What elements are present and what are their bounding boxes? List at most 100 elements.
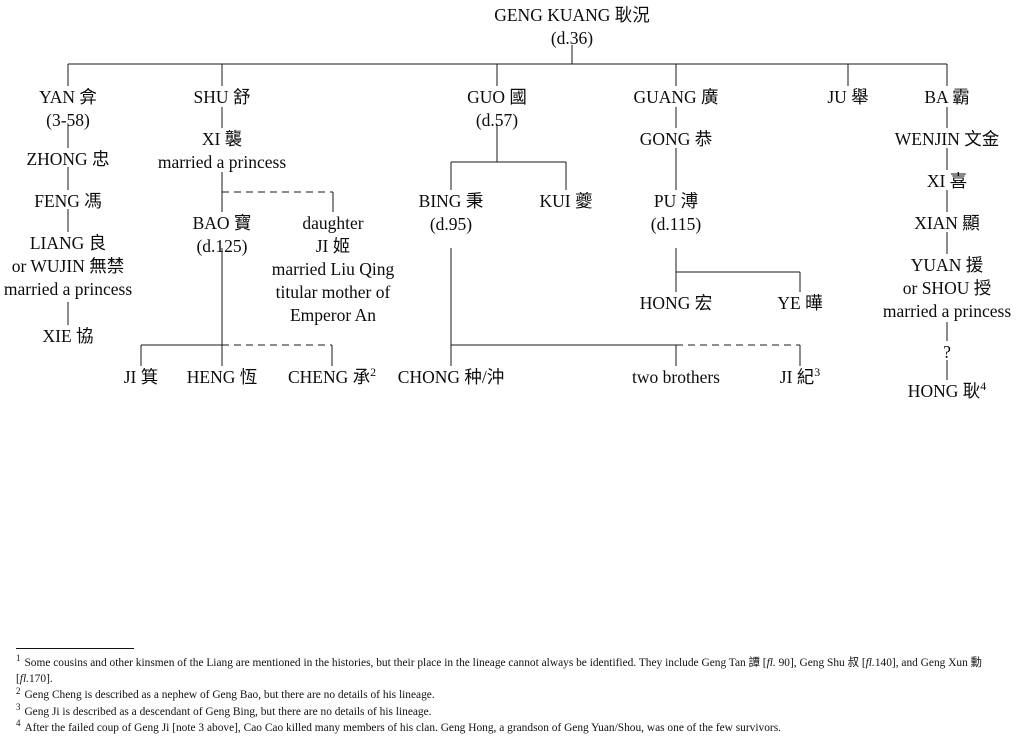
node-ye[interactable]: YE 曄 <box>777 292 822 315</box>
node-name: SHU 舒 <box>193 87 251 107</box>
node-wenjin[interactable]: WENJIN 文金 <box>895 128 1000 151</box>
node-cheng[interactable]: CHENG 承2 <box>288 366 376 389</box>
footnote-number: 2 <box>16 685 21 696</box>
node-alt-name: or WUJIN 無禁 <box>11 256 125 277</box>
node-guo[interactable]: GUO 國 (d.57) <box>467 86 527 132</box>
node-zhong[interactable]: ZHONG 忠 <box>26 148 109 171</box>
node-hong-pu[interactable]: HONG 宏 <box>640 292 712 315</box>
node-note: married a princess <box>882 301 1012 322</box>
node-dates: (d.125) <box>196 236 248 257</box>
node-daughter-ji[interactable]: daughter JI 姬 married Liu Qing titular m… <box>272 212 394 327</box>
footnote-number: 1 <box>16 653 21 664</box>
node-name: XI 襲 <box>201 129 243 149</box>
node-ju[interactable]: JU 舉 <box>827 86 868 109</box>
footnote-italic-run: fl. <box>19 673 29 686</box>
node-kui[interactable]: KUI 夔 <box>540 190 593 213</box>
node-guang[interactable]: GUANG 廣 <box>633 86 718 109</box>
node-shu[interactable]: SHU 舒 <box>194 86 251 109</box>
node-yan[interactable]: YAN 弇 (3-58) <box>39 86 97 132</box>
node-note-2: titular mother of <box>275 282 391 303</box>
node-name: YAN 弇 <box>39 87 97 107</box>
node-name-chinese: JI 姬 <box>315 236 351 257</box>
node-dates: (d.36) <box>550 28 594 49</box>
footnote-ref-2: 2 <box>370 365 377 380</box>
node-unknown[interactable]: ? <box>943 341 951 364</box>
node-name: CHENG 承2 <box>287 365 377 387</box>
connector-lines <box>67 45 948 380</box>
node-name: JI 紀3 <box>779 365 821 387</box>
lineage-chart: GENG KUANG 耿況 (d.36) YAN 弇 (3-58) ZHONG … <box>4 4 1011 403</box>
node-liang[interactable]: LIANG 良 or WUJIN 無禁 married a princess <box>4 232 132 301</box>
node-name: YE 曄 <box>777 293 823 313</box>
node-name: GONG 恭 <box>639 129 713 149</box>
footnote-text-run: After the failed coup of Geng Ji [note 3… <box>24 721 781 734</box>
footnote-text-run: Some cousins and other kinsmen of the Li… <box>24 657 767 669</box>
footnote-number: 3 <box>16 701 21 712</box>
node-name: JU 舉 <box>827 87 869 107</box>
node-name: BA 霸 <box>924 87 970 107</box>
node-name: XIAN 顯 <box>914 213 980 233</box>
node-bing[interactable]: BING 秉 (d.95) <box>419 190 484 236</box>
node-ji-ji[interactable]: JI 紀3 <box>780 366 820 389</box>
node-name: JI 箕 <box>123 367 159 387</box>
node-heng[interactable]: HENG 恆 <box>187 366 257 389</box>
node-name: HONG 宏 <box>639 293 713 313</box>
node-gong[interactable]: GONG 恭 <box>640 128 712 151</box>
node-hong-ba[interactable]: HONG 耿4 <box>908 380 986 403</box>
footnote-text-run: 90], Geng Shu 叔 [ <box>775 657 866 669</box>
node-name: GUANG 廣 <box>633 87 719 107</box>
footnote-text-run: Geng Cheng is described as a nephew of G… <box>24 689 435 702</box>
node-xi-xi[interactable]: XI 襲 married a princess <box>158 128 286 174</box>
node-ji-suan[interactable]: JI 箕 <box>124 366 159 389</box>
node-name: LIANG 良 <box>29 233 107 253</box>
node-xi-happy[interactable]: XI 喜 <box>927 170 967 193</box>
footnote-text-run: Geng Ji is described as a descendant of … <box>24 705 432 718</box>
node-name: ? <box>943 342 951 362</box>
footnote-italic-run: fl. <box>766 657 776 669</box>
node-name: WENJIN 文金 <box>894 129 1000 149</box>
node-dates: (3-58) <box>46 110 90 131</box>
node-dates: (d.95) <box>429 214 473 235</box>
node-name: HENG 恆 <box>186 367 258 387</box>
footnote-ref-3: 3 <box>814 365 821 380</box>
node-alt-name: or SHOU 授 <box>902 278 992 299</box>
node-xian[interactable]: XIAN 顯 <box>914 212 980 235</box>
node-name: BAO 寶 <box>192 213 252 233</box>
node-name: daughter <box>302 213 364 233</box>
footnote-text-run: 170]. <box>28 673 53 686</box>
node-name: YUAN 援 <box>910 255 984 275</box>
node-name: XIE 協 <box>42 326 94 346</box>
node-dates: (d.115) <box>650 214 702 235</box>
node-dates: (d.57) <box>475 110 519 131</box>
node-bao[interactable]: BAO 寶 (d.125) <box>193 212 252 258</box>
node-chong[interactable]: CHONG 种/沖 <box>398 366 504 389</box>
node-name: GENG KUANG 耿況 <box>494 5 650 25</box>
node-pu[interactable]: PU 溥 (d.115) <box>651 190 701 236</box>
node-name: XI 喜 <box>926 171 968 191</box>
node-note-3: Emperor An <box>289 305 377 326</box>
node-name: FENG 馮 <box>34 191 102 211</box>
node-name: KUI 夔 <box>539 191 593 211</box>
node-note: married a princess <box>157 152 287 173</box>
node-two-brothers[interactable]: two brothers <box>632 366 720 389</box>
node-xie[interactable]: XIE 協 <box>42 325 93 348</box>
node-geng-kuang[interactable]: GENG KUANG 耿況 (d.36) <box>494 4 650 50</box>
node-feng[interactable]: FENG 馮 <box>34 190 102 213</box>
node-name: ZHONG 忠 <box>26 149 110 169</box>
node-yuan[interactable]: YUAN 援 or SHOU 授 married a princess <box>883 254 1011 323</box>
node-name: two brothers <box>632 367 720 387</box>
footnote-italic-run: fl. <box>865 657 875 669</box>
footnote-number: 4 <box>16 717 21 728</box>
footnote-ref-4: 4 <box>980 379 987 394</box>
node-name: GUO 國 <box>467 87 527 107</box>
node-name: CHONG 种/沖 <box>397 367 505 387</box>
node-ba[interactable]: BA 霸 <box>924 86 969 109</box>
node-name: HONG 耿4 <box>907 379 987 401</box>
node-name: BING 秉 <box>418 191 484 211</box>
node-note: married a princess <box>3 279 133 300</box>
